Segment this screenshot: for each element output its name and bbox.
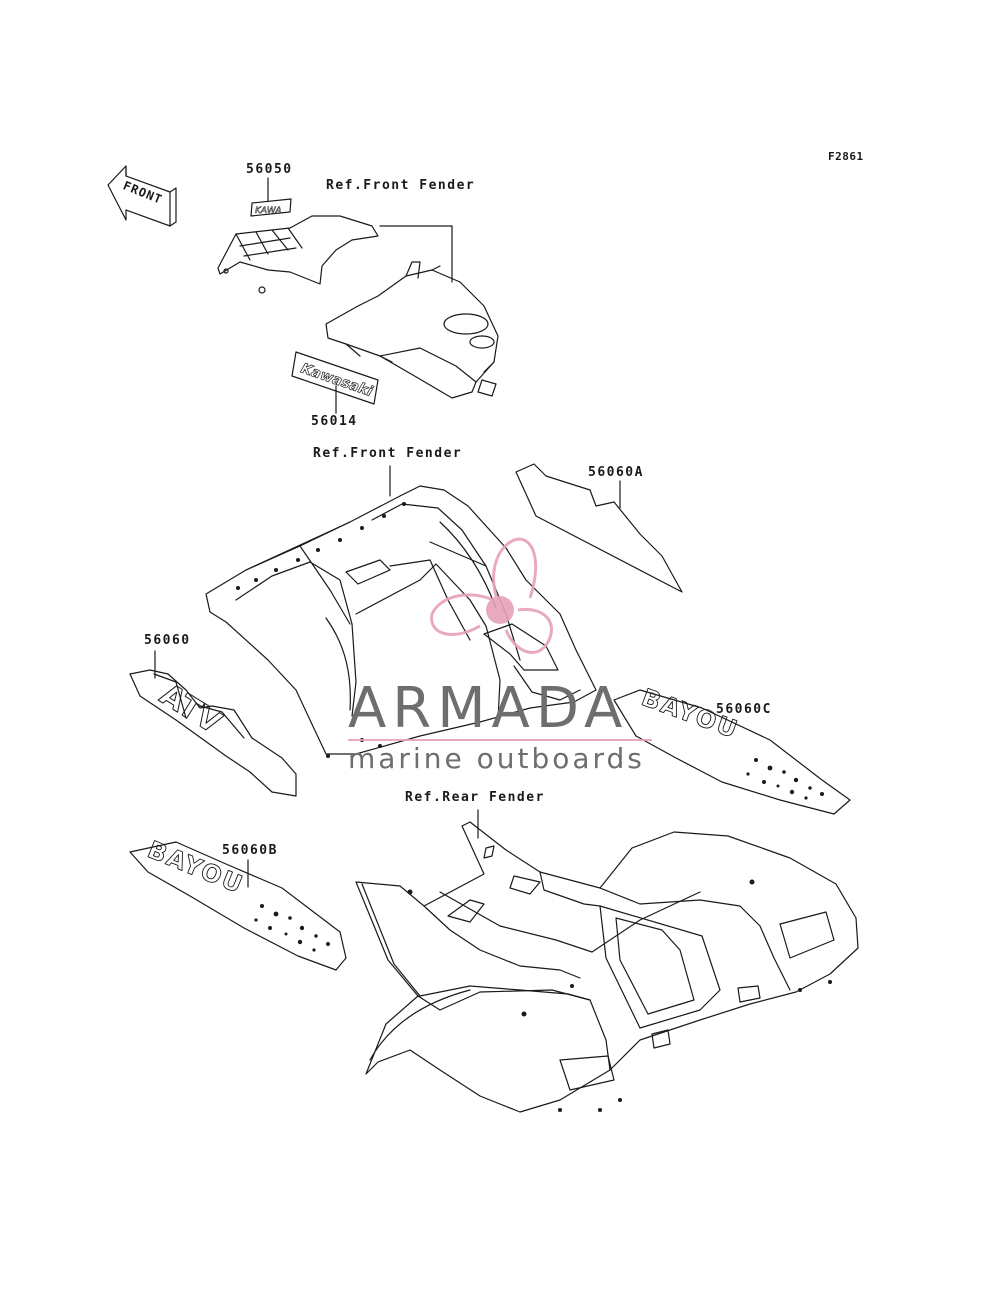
callout-56050: 56050 [246,162,293,177]
ref-rear-fender: Ref.Rear Fender [405,790,545,805]
rear-fender [355,821,859,1113]
ref-front-fender-top: Ref.Front Fender [326,178,476,193]
callout-56060B: 56060B [222,843,278,858]
callout-56014: 56014 [311,414,358,429]
watermark-brand: ARMADA [348,676,629,741]
decal-56014: Kawasaki [291,351,379,405]
callout-56060A: 56060A [588,465,644,480]
decal-56050-text: KAWA [255,206,282,216]
front-fender-upper [325,261,499,399]
watermark-tagline: marine outboards [348,742,645,775]
armada-watermark-logo [348,537,652,741]
callout-56060C: 56060C [716,702,772,717]
callout-56060: 56060 [144,633,191,648]
front-panel-small [217,215,379,294]
decal-56060: ATV [129,669,297,797]
ref-front-fender-mid: Ref.Front Fender [313,446,463,461]
decal-56050: KAWA [250,198,292,217]
front-arrow-icon: FRONT [107,165,177,227]
decal-56060A [515,463,683,593]
figure-code: F2861 [828,150,864,163]
